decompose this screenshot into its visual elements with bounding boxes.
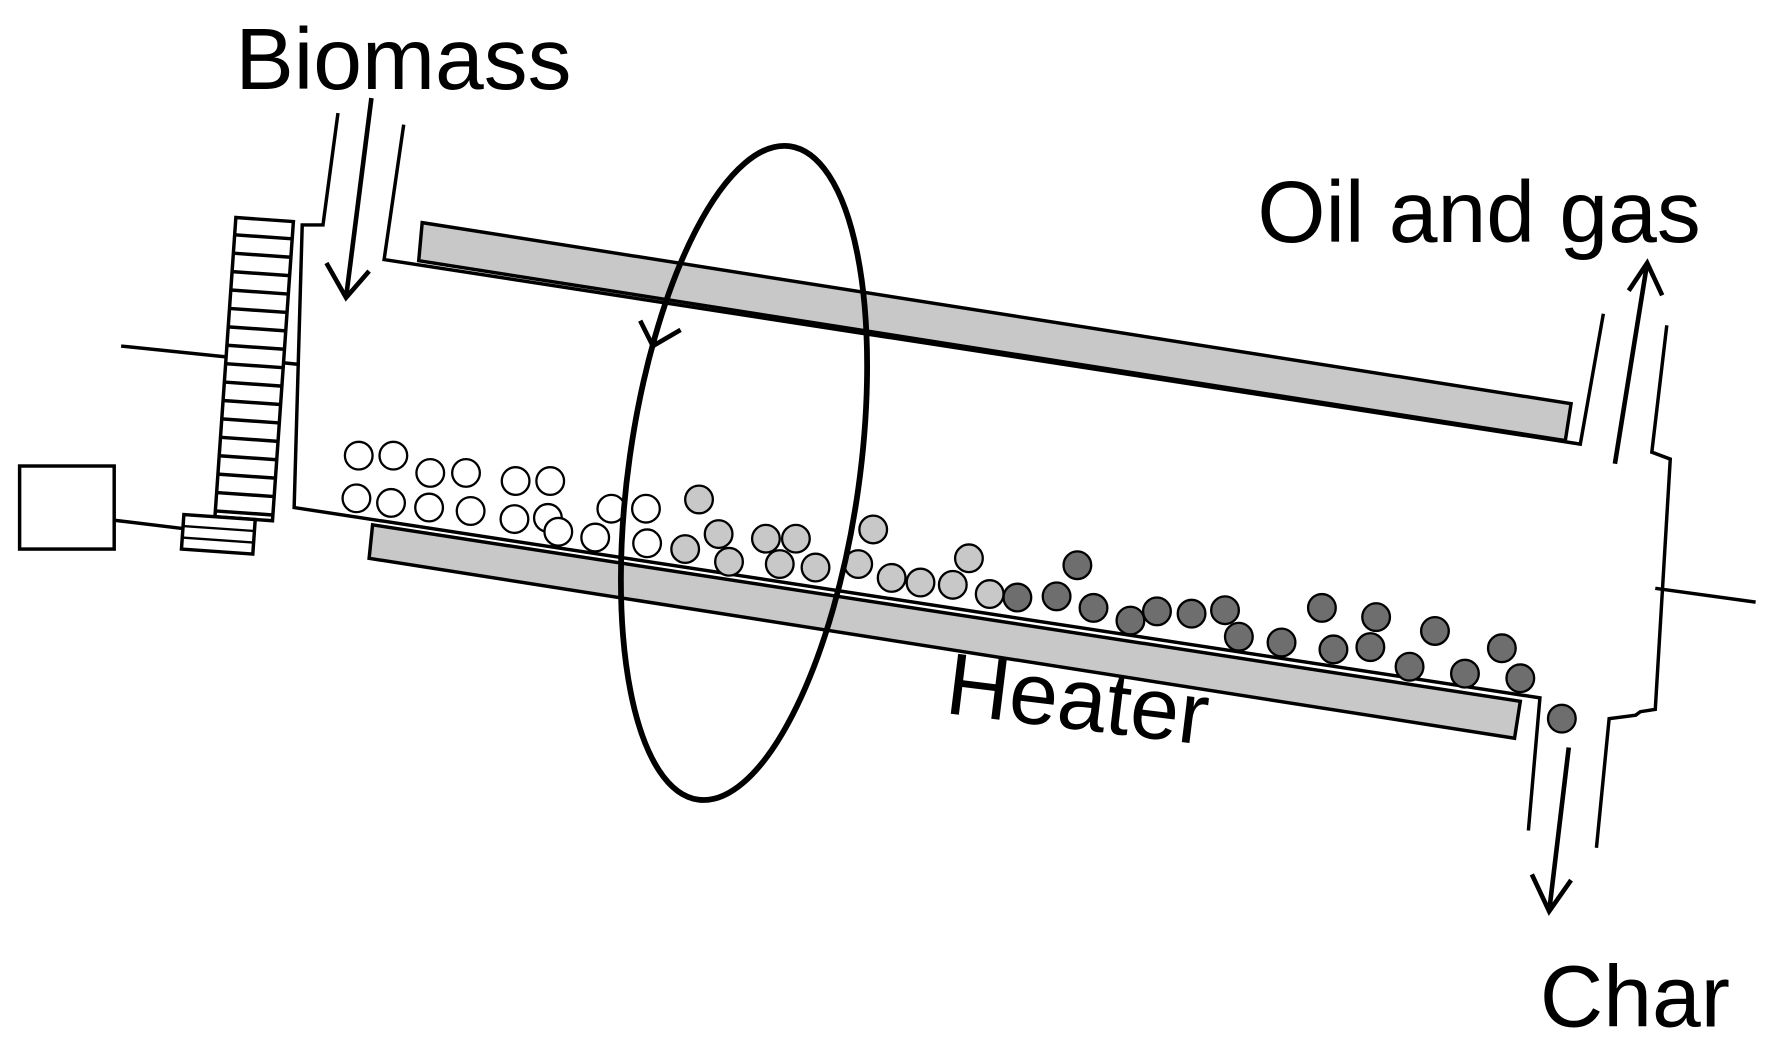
particle [1318, 634, 1349, 665]
arrow-char-out [1529, 747, 1573, 916]
biomass-particles [341, 440, 1577, 734]
particle [750, 523, 781, 554]
heater-lower [367, 522, 1523, 741]
particle [764, 549, 795, 580]
particle [703, 519, 734, 550]
particle [800, 552, 831, 583]
particle [414, 492, 445, 523]
particle [1306, 592, 1337, 623]
particle [1210, 595, 1241, 626]
particle [1486, 633, 1517, 664]
shaft-right [1655, 586, 1756, 604]
particle [953, 543, 984, 574]
particle [630, 493, 661, 524]
particle [1041, 581, 1072, 612]
particle [780, 523, 811, 554]
particle [451, 457, 482, 488]
particle [378, 440, 409, 471]
particle [1419, 615, 1450, 646]
particle [876, 562, 907, 593]
particle [632, 528, 663, 559]
motor-shaft [113, 518, 191, 532]
particle [684, 484, 715, 515]
particle [1223, 621, 1254, 652]
rotation-indicator [618, 142, 871, 803]
label-char: Char [1540, 948, 1730, 1044]
particle [580, 522, 611, 553]
rotation-arrow-head [638, 319, 682, 350]
particle [905, 567, 936, 598]
particle [500, 466, 531, 497]
particle [1266, 627, 1297, 658]
particle [415, 457, 446, 488]
particle [343, 440, 374, 471]
particle [1176, 598, 1207, 629]
label-biomass: Biomass [235, 10, 571, 108]
particle [858, 514, 889, 545]
particle [1546, 703, 1577, 734]
particle [1141, 596, 1172, 627]
particle [535, 466, 566, 497]
particle [1078, 592, 1109, 623]
particle [499, 504, 530, 535]
particle [1361, 602, 1392, 633]
label-oil-and-gas: Oil and gas [1257, 163, 1700, 261]
particle [714, 546, 745, 577]
particle [543, 516, 574, 547]
particle [937, 569, 968, 600]
motor-box [17, 464, 116, 551]
screw-feeder [179, 215, 296, 556]
particle [1505, 663, 1536, 694]
kiln-body [292, 112, 1673, 848]
particle [1062, 550, 1093, 581]
particle [670, 534, 701, 565]
heater-upper [416, 220, 1574, 443]
particle [455, 496, 486, 526]
particle [341, 483, 372, 514]
particle [1355, 632, 1386, 663]
arrow-oil-and-gas-out [1612, 258, 1665, 465]
particle [1449, 658, 1480, 689]
particle [1002, 582, 1033, 613]
particle [1394, 651, 1425, 682]
particle [376, 487, 407, 518]
particle [974, 579, 1005, 610]
particle [1115, 605, 1146, 636]
arrow-biomass-in [324, 97, 374, 302]
